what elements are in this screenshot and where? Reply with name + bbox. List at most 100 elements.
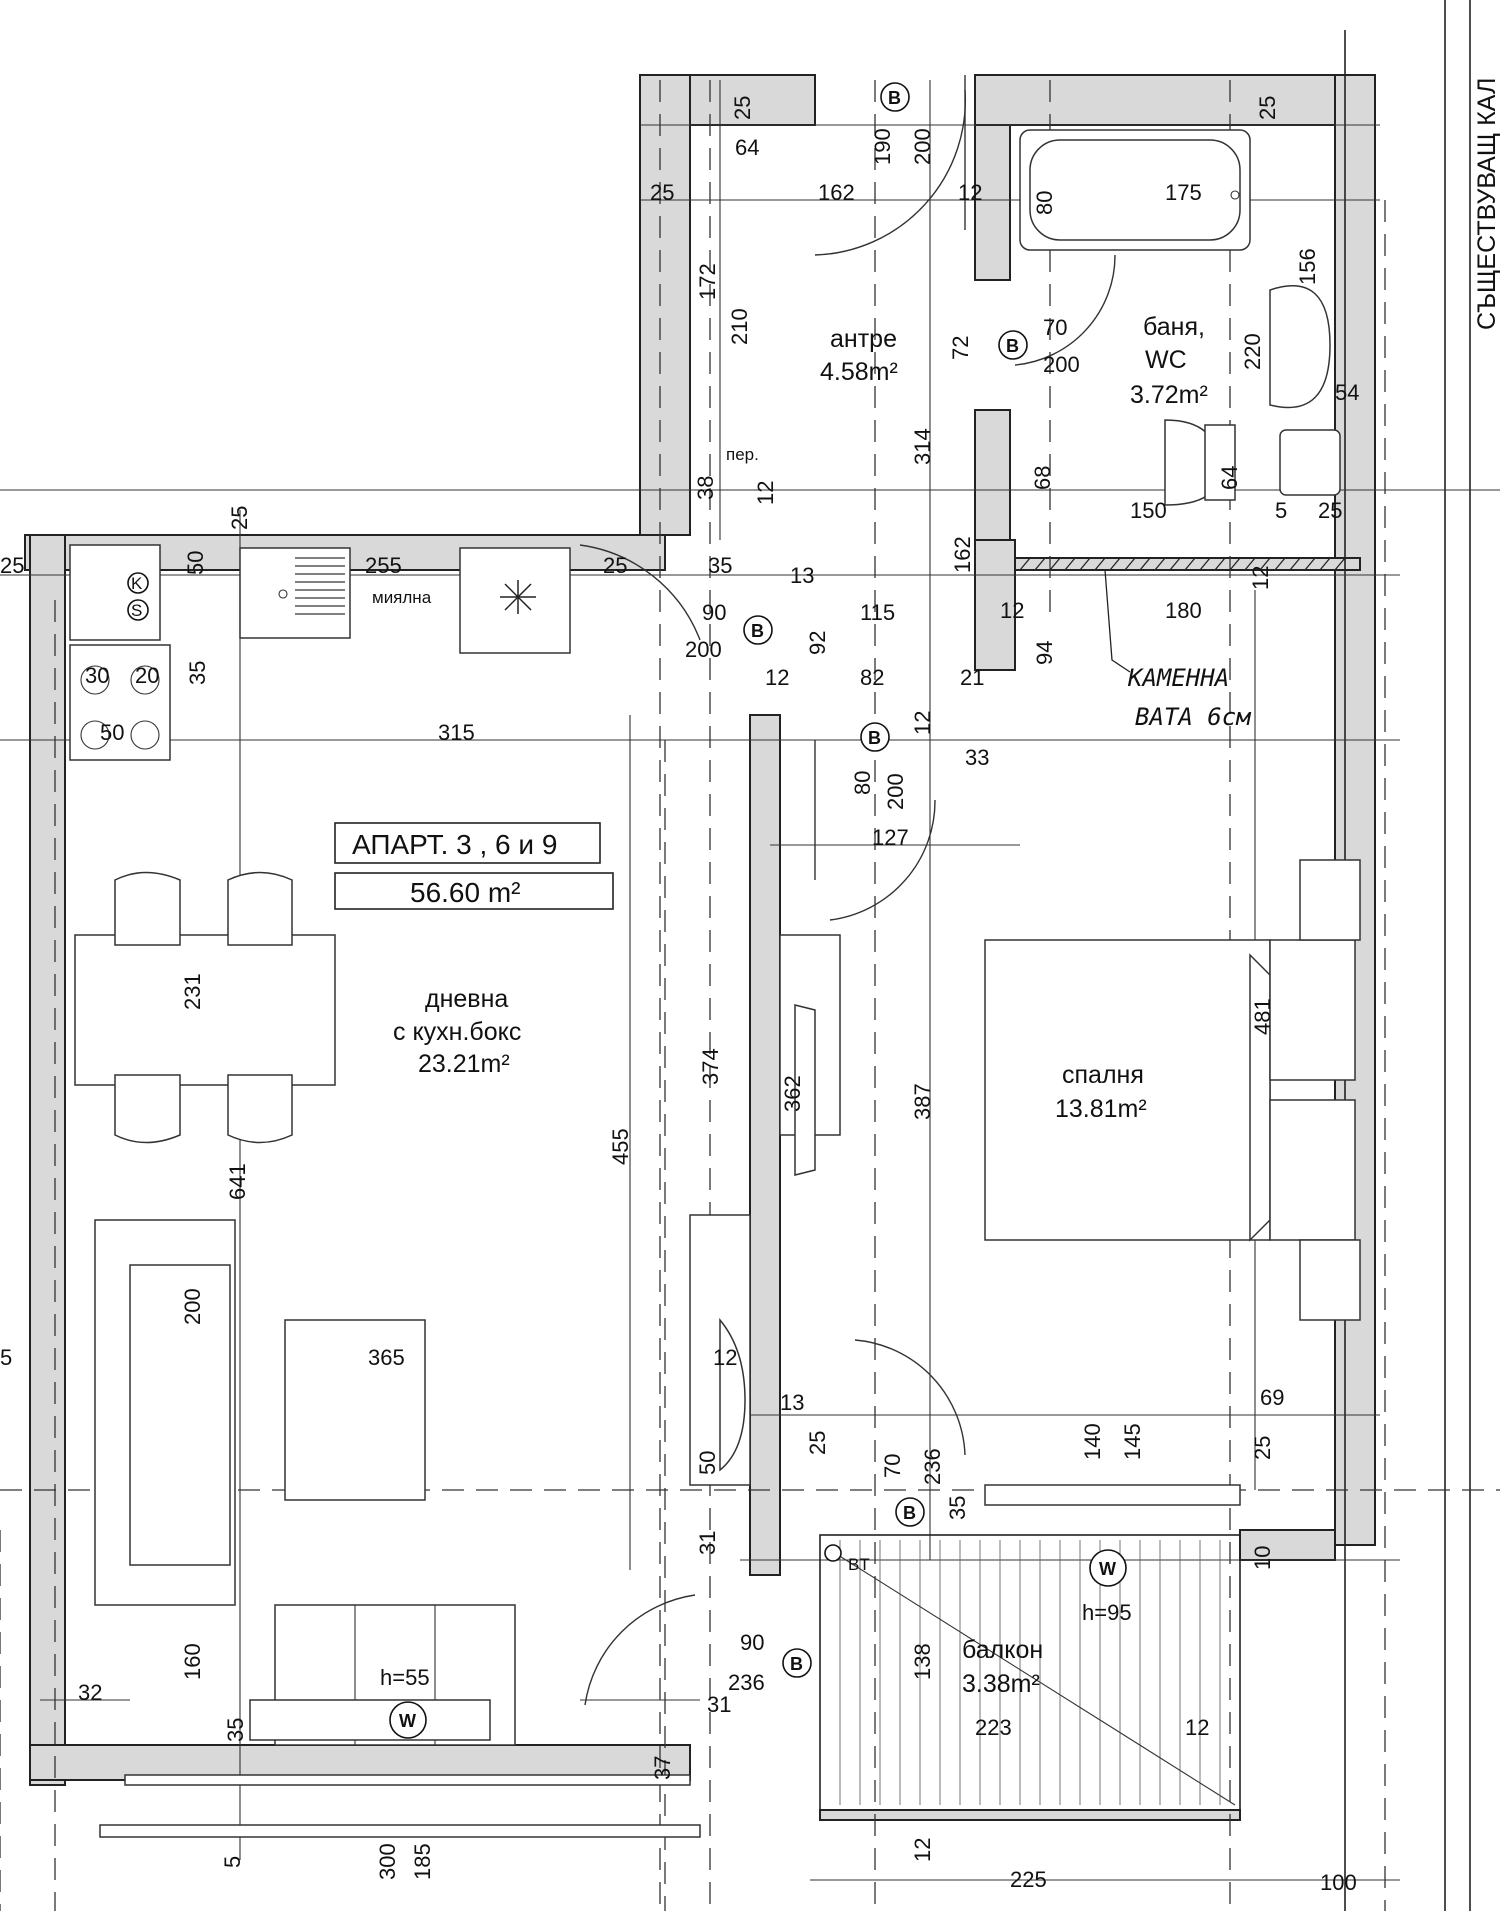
handwritten-line1: КАМЕННА [1127,664,1229,692]
dim-35: 35 [223,1718,248,1742]
svg-text:W: W [1099,1559,1116,1579]
dim-455: 455 [608,1128,633,1165]
dim-374: 374 [698,1048,723,1085]
bt-label: BT [848,1555,870,1574]
dim-25: 25 [0,553,24,578]
dim-70: 70 [880,1454,905,1478]
balcony: BT [99,1484,1241,1838]
dim-200: 200 [180,1288,205,1325]
window-marker-balcony: W [1089,1549,1127,1587]
dim-115: 115 [860,600,895,625]
dim-25: 25 [227,506,252,530]
door-markers: B B B B B B W W h=55 h=95 [380,82,1132,1739]
dim-10: 10 [1250,1546,1275,1570]
dim-80: 80 [1032,191,1057,215]
dim-35: 35 [185,661,210,685]
dim-641: 641 [225,1163,250,1200]
svg-text:W: W [399,1711,416,1731]
dim-145: 145 [1120,1423,1145,1460]
kitchen: K S миялна [69,544,571,761]
bedroom-furniture [689,859,1361,1486]
dim-12: 12 [1185,1715,1209,1740]
dim-236: 236 [920,1448,945,1485]
door-marker-living-balcony: B [782,1648,812,1678]
dim-35: 35 [945,1496,970,1520]
bath-area: 3.72m² [1130,381,1208,409]
street-label: СЪЩЕСТВУВАЩ КАЛ [1473,78,1500,330]
apartment-area-box [334,872,614,910]
dim-315: 315 [438,720,475,745]
dim-25: 25 [1250,1436,1275,1460]
dim-190: 190 [870,128,895,165]
dim-387: 387 [910,1083,935,1120]
window-h-balcony: h=95 [1082,1600,1132,1625]
dining-table [74,871,336,1144]
svg-text:B: B [790,1654,803,1674]
dim-5: 5 [0,1345,12,1370]
room-labels: АПАРТ. 3 , 6 и 9 56.60 m² дневна с кухн.… [334,313,1208,1698]
dim-231: 231 [180,973,205,1010]
balcony-area: 3.38m² [962,1670,1040,1698]
dim-35: 35 [708,553,732,578]
dim-220: 220 [1240,333,1265,370]
dim-172: 172 [695,263,720,300]
dim-50: 50 [695,1451,720,1475]
dim-20: 20 [135,663,159,688]
dim-64: 64 [1217,466,1242,490]
dim-25: 25 [730,96,755,120]
handwritten-note: КАМЕННА ВАТА 6см [1127,664,1252,731]
dim-38: 38 [693,476,718,500]
dim-90: 90 [702,600,726,625]
svg-text:B: B [903,1503,916,1523]
living-room-area: 23.21m² [418,1050,510,1078]
door-marker-bedroom: B [860,722,890,752]
dim-25: 25 [1318,498,1342,523]
living-room-name2: с кухн.бокс [393,1018,521,1046]
dim-25: 25 [650,180,674,205]
dim-12: 12 [958,180,982,205]
hall-name: антре [830,325,897,353]
dim-80: 80 [850,771,875,795]
dim-21: 21 [960,665,984,690]
bath-name2: WC [1145,346,1187,374]
window-marker-living: W [389,1701,427,1739]
dim-200: 200 [1043,352,1080,377]
balcony-name: балкон [962,1636,1043,1664]
dim-37: 37 [650,1756,675,1780]
dim-225: 225 [1010,1867,1047,1892]
apartment-area: 56.60 m² [410,877,521,908]
dim-5: 5 [220,1856,245,1868]
dim-12: 12 [753,481,778,505]
bathroom [1019,129,1341,506]
dim-210: 210 [727,308,752,345]
door-marker-kitchen: B [743,615,773,645]
washbasin [1269,285,1331,409]
bath-name: баня, [1143,313,1205,341]
bedroom-area: 13.81m² [1055,1095,1147,1123]
dim-13: 13 [780,1390,804,1415]
dim-185: 185 [410,1843,435,1880]
dim-90: 90 [740,1630,764,1655]
dim-175: 175 [1165,180,1202,205]
dim-50: 50 [100,720,124,745]
dim-362: 362 [780,1075,805,1112]
dim-100: 100 [1320,1870,1357,1895]
dim-12: 12 [910,1838,935,1862]
dim-32: 32 [78,1680,102,1705]
dim-31: 31 [707,1692,731,1717]
dim-31: 31 [695,1531,720,1555]
svg-text:B: B [751,621,764,641]
sofa [94,1219,516,1746]
dim-200: 200 [883,773,908,810]
dim-33: 33 [965,745,989,770]
doors [579,75,1116,1706]
svg-text:B: B [1006,336,1019,356]
dim-162: 162 [950,536,975,573]
sink-label: миялна [372,588,432,607]
dim-69: 69 [1260,1385,1284,1410]
axis-lines [0,80,1500,1911]
dim-72: 72 [948,336,973,360]
dim-12: 12 [1248,566,1273,590]
dim-30: 30 [85,663,109,688]
